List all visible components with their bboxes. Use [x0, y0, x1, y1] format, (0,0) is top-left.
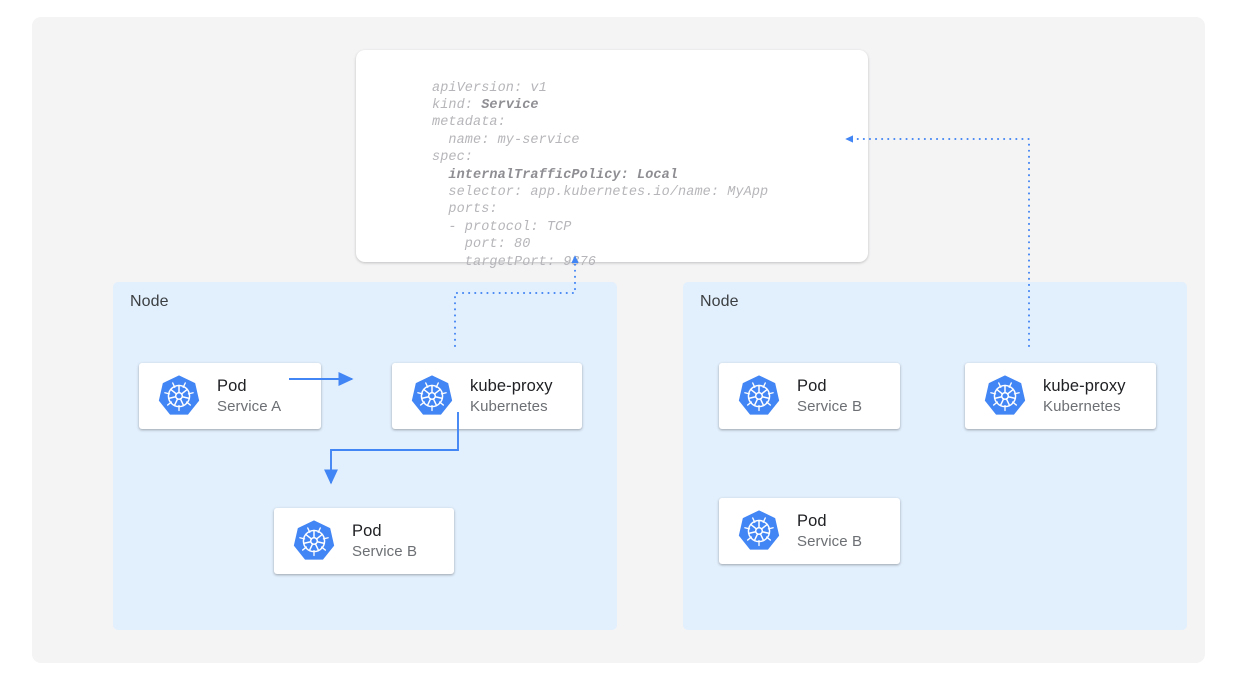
card-subtitle: Kubernetes	[1043, 397, 1121, 415]
card-subtitle: Service B	[797, 397, 863, 415]
kubernetes-logo-icon	[292, 519, 336, 563]
service-manifest-card: apiVersion: v1 kind: Service metadata: n…	[356, 50, 868, 270]
card-subtitle: Service B	[797, 532, 863, 550]
kubernetes-logo-icon	[737, 374, 781, 418]
card-subtitle: Kubernetes	[470, 397, 548, 415]
kubernetes-logo-icon	[157, 374, 201, 418]
card-text: kube-proxy Kubernetes	[1043, 376, 1126, 417]
card-kube-proxy-left[interactable]: kube-proxy Kubernetes	[392, 363, 582, 429]
kubernetes-logo-icon	[983, 374, 1027, 418]
card-text: Pod Service A	[217, 376, 281, 417]
card-title: kube-proxy	[1043, 376, 1126, 395]
card-pod-service-a[interactable]: Pod Service A	[139, 363, 321, 429]
card-pod-service-b-left[interactable]: Pod Service B	[274, 508, 454, 574]
diagram-canvas: apiVersion: v1 kind: Service metadata: n…	[32, 17, 1205, 663]
card-text: Pod Service B	[797, 511, 862, 552]
card-text: kube-proxy Kubernetes	[470, 376, 553, 417]
card-subtitle: Service B	[352, 542, 418, 560]
card-title: kube-proxy	[470, 376, 553, 395]
card-pod-service-b-right-2[interactable]: Pod Service B	[719, 498, 900, 564]
service-manifest-code: apiVersion: v1 kind: Service metadata: n…	[432, 80, 769, 270]
card-kube-proxy-right[interactable]: kube-proxy Kubernetes	[965, 363, 1156, 429]
node-label-right: Node	[700, 293, 739, 310]
node-panel-left: Node	[113, 282, 617, 630]
card-subtitle: Service A	[217, 397, 282, 415]
node-label-left: Node	[130, 293, 169, 310]
card-text: Pod Service B	[352, 521, 417, 562]
node-panel-right: Node	[683, 282, 1187, 630]
card-title: Pod	[352, 521, 382, 540]
card-title: Pod	[217, 376, 247, 395]
card-title: Pod	[797, 376, 827, 395]
card-pod-service-b-right-1[interactable]: Pod Service B	[719, 363, 900, 429]
card-title: Pod	[797, 511, 827, 530]
kubernetes-logo-icon	[737, 509, 781, 553]
card-text: Pod Service B	[797, 376, 862, 417]
kubernetes-logo-icon	[410, 374, 454, 418]
